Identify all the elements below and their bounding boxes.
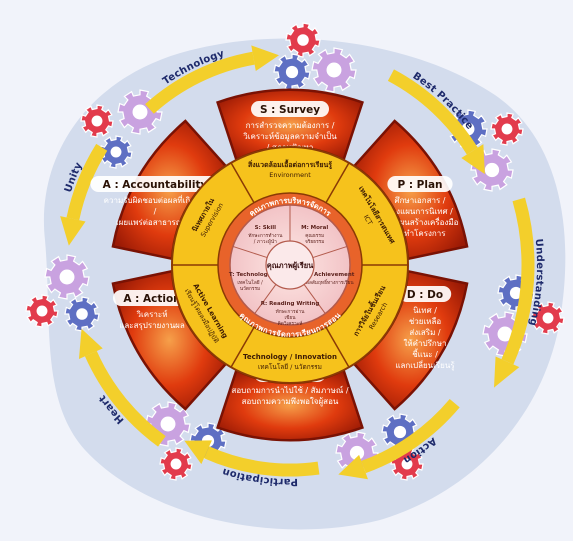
petal-text: นิเทศ / bbox=[413, 306, 437, 315]
petal-text: ความรับผิดชอบต่อผลที่เกิดขึ้น bbox=[104, 194, 207, 205]
petal-text: ช่วยเหลือ bbox=[409, 317, 442, 326]
petal-title: A : Action bbox=[123, 293, 180, 305]
svg-text:S: Skill: S: Skill bbox=[255, 225, 276, 231]
svg-text:เทคโนโลยี / นวัตกรรม: เทคโนโลยี / นวัตกรรม bbox=[258, 363, 322, 371]
petal-label-3: D : Do นิเทศ / ช่วยเหลือส่งเสริม / ให้คำปรึ… bbox=[395, 286, 455, 371]
svg-text:ทักษะการอ่าน: ทักษะการอ่าน bbox=[276, 309, 306, 315]
petal-text: ส่งเสริม / bbox=[409, 328, 441, 337]
svg-text:นวัตกรรม: นวัตกรรม bbox=[240, 286, 260, 292]
petal-text: สอบถามความพึงพอใจผู้สอน bbox=[242, 397, 339, 407]
petal-label-2: P : Plan ศึกษาเอกสาร / วางแผนการนิเทศ /วาง… bbox=[382, 176, 459, 238]
petal-text: ศึกษาเอกสาร / bbox=[395, 196, 446, 205]
petal-label-6: A : Accountability ความรับผิดชอบต่อผลที่เ… bbox=[90, 176, 220, 227]
petal-label-5: A : Action วิเคราะห์และสรุปรายงานผล bbox=[113, 290, 191, 330]
svg-text:ทักษะการทำงาน: ทักษะการทำงาน bbox=[248, 233, 283, 239]
petal-title: P : Plan bbox=[397, 179, 442, 191]
petal-text: ให้คำปรึกษา bbox=[403, 339, 446, 348]
gear-icon bbox=[490, 112, 524, 146]
svg-text:สิ่งแวดล้อมเอื้อต่อการเรียนรู้: สิ่งแวดล้อมเอื้อต่อการเรียนรู้ bbox=[247, 158, 332, 170]
gear-icon bbox=[25, 294, 59, 328]
gear-icon bbox=[531, 301, 565, 335]
center-title: คุณภาพผู้เรียน bbox=[267, 261, 314, 271]
svg-text:A: Achievement: A: Achievement bbox=[306, 272, 355, 278]
petal-title: S : Survey bbox=[260, 104, 320, 116]
gear-icon bbox=[80, 104, 114, 138]
svg-text:คุณธรรม: คุณธรรม bbox=[305, 233, 324, 239]
middle-ring-item: สิ่งแวดล้อมเอื้อต่อการเรียนรู้Environmen… bbox=[247, 158, 332, 179]
gear-icon bbox=[159, 447, 193, 481]
svg-text:M: Moral: M: Moral bbox=[301, 225, 328, 231]
petal-text: การสำรวจความต้องการ / bbox=[246, 121, 335, 130]
svg-text:/ ภาวะผู้นำ: / ภาวะผู้นำ bbox=[254, 238, 277, 245]
middle-ring-item: Technology / Innovation เทคโนโลยี / นวัตก… bbox=[243, 353, 337, 371]
gear-icon bbox=[273, 53, 311, 91]
gear-icon bbox=[285, 22, 321, 58]
svg-text:เขียน: เขียน bbox=[284, 314, 296, 321]
petal-text: เผยแพร่ต่อสาธารณชน bbox=[116, 218, 195, 227]
svg-text:Environment: Environment bbox=[269, 171, 311, 179]
petal-text: แลกเปลี่ยนเรียนรู้ bbox=[395, 359, 455, 371]
center-circle bbox=[265, 240, 315, 290]
petal-text: วางแผนการนิเทศ / bbox=[387, 207, 453, 216]
svg-text:จริยธรรม: จริยธรรม bbox=[305, 239, 324, 245]
petal-text: วิเคราะห์ bbox=[136, 309, 167, 319]
petal-text: จัดทำโครงการ bbox=[394, 228, 446, 238]
petal-title: A : Accountability bbox=[103, 179, 208, 191]
petal-text: / bbox=[154, 207, 157, 216]
svg-text:ผลสัมฤทธิ์ทางการเรียน: ผลสัมฤทธิ์ทางการเรียน bbox=[306, 278, 354, 286]
svg-text:Technology / Innovation: Technology / Innovation bbox=[243, 353, 337, 361]
gear-icon bbox=[99, 135, 133, 169]
svg-text:คิดวิเคราะห์: คิดวิเคราะห์ bbox=[278, 320, 303, 327]
petal-text: สอบถามการนำไปใช้ / สัมภาษณ์ / bbox=[231, 385, 348, 395]
inner-ring-item: R: Reading Writing ทักษะการอ่านเขียนคิดวิ… bbox=[261, 301, 320, 327]
gear-icon bbox=[64, 296, 100, 332]
gear-icon bbox=[311, 47, 357, 93]
petal-title: D : Do bbox=[407, 289, 443, 301]
cycle-arrow: Understanding bbox=[494, 197, 545, 388]
petal-text: ชี้แนะ / bbox=[412, 348, 438, 359]
svg-text:T: Technology: T: Technology bbox=[229, 272, 272, 278]
inner-ring-item: S: Skill ทักษะการทำงาน/ ภาวะผู้นำ bbox=[248, 225, 283, 245]
petal-text: วิเคราะห์ข้อมูลความจำเป็น bbox=[243, 131, 337, 142]
petal-text: และสรุปรายงานผล bbox=[119, 321, 185, 330]
petal-text: วางแผนสร้างเครื่องมือ bbox=[382, 216, 459, 227]
svg-text:R: Reading Writing: R: Reading Writing bbox=[261, 301, 320, 307]
svg-text:เทคโนโลยี /: เทคโนโลยี / bbox=[237, 279, 263, 286]
gear-icon bbox=[44, 254, 90, 300]
